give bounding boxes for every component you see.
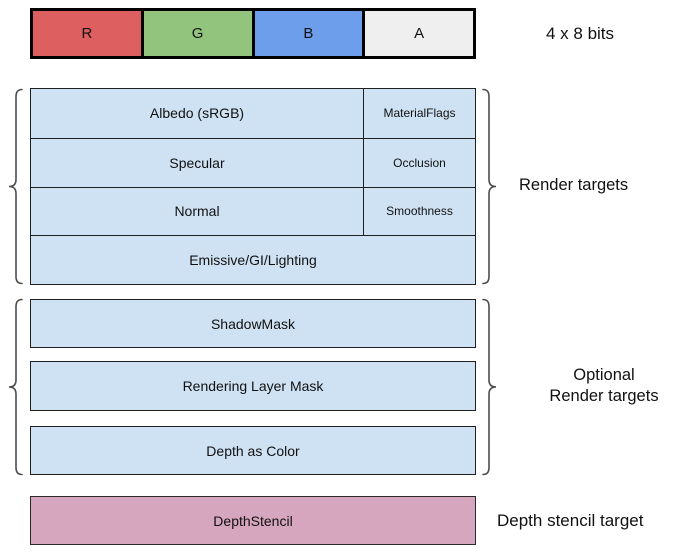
depth-stencil-label: Depth stencil target xyxy=(497,511,644,530)
bit-cell-label: R xyxy=(81,25,93,42)
bit-cell-red: R xyxy=(33,11,141,56)
rt-cell-occlusion: Occlusion xyxy=(363,137,475,187)
bit-cell-alpha: A xyxy=(362,11,473,56)
depth-stencil-box: DepthStencil xyxy=(30,496,476,545)
rt-cell-normal: Normal xyxy=(31,186,363,236)
rt-cell-emissive: Emissive/GI/Lighting xyxy=(31,235,475,284)
bit-cell-blue: B xyxy=(251,11,363,56)
optional-render-targets-label: Optional Render targets xyxy=(549,366,659,405)
bit-cell-label: G xyxy=(191,25,204,42)
bit-cell-green: G xyxy=(140,11,252,56)
optional-box-depth-as-color: Depth as Color xyxy=(30,426,476,475)
right-brace-optional-targets xyxy=(482,298,497,476)
left-brace-optional-targets xyxy=(8,298,23,476)
optional-box-shadowmask: ShadowMask xyxy=(30,299,476,348)
bits-caption: 4 x 8 bits xyxy=(546,24,615,43)
right-brace-render-targets xyxy=(482,88,497,285)
optional-box-rendering-layer-mask: Rendering Layer Mask xyxy=(30,361,476,411)
rt-cell-albedo: Albedo (sRGB) xyxy=(31,89,363,138)
bit-cell-label: B xyxy=(303,25,314,42)
bit-cell-label: A xyxy=(414,25,425,42)
rt-cell-specular: Specular xyxy=(31,137,363,187)
left-brace-render-targets xyxy=(8,88,23,285)
rt-cell-materialflags: MaterialFlags xyxy=(363,89,475,138)
render-targets-table: Albedo (sRGB) MaterialFlags Specular Occ… xyxy=(30,88,476,285)
rt-cell-smoothness: Smoothness xyxy=(363,186,475,236)
render-targets-label: Render targets xyxy=(519,176,629,194)
rgba-bits-bar: R G B A xyxy=(30,8,476,59)
